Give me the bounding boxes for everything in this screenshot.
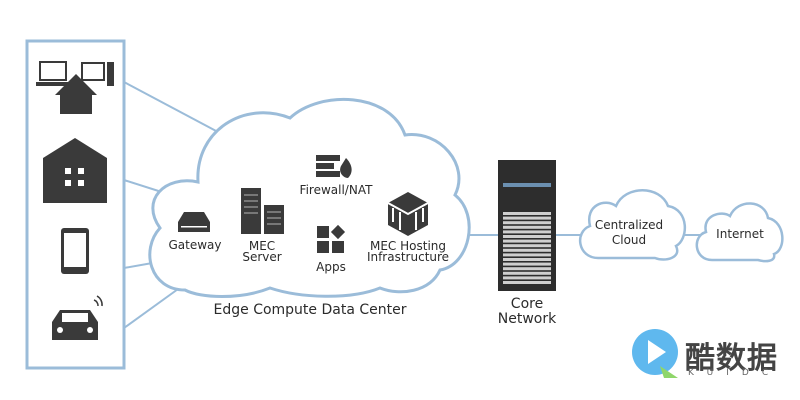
apps-icon	[317, 224, 346, 253]
rack-slot	[503, 216, 551, 220]
kuidc-logo-mark	[632, 329, 678, 378]
internet-cloud-shape	[695, 202, 784, 263]
central-cloud-label-2: Cloud	[611, 233, 647, 247]
link-car	[123, 283, 186, 329]
rack-slot	[503, 262, 551, 266]
link-home	[123, 81, 219, 133]
rack-slot	[503, 253, 551, 257]
building-icon	[43, 138, 107, 203]
internet-label: Internet	[716, 227, 764, 241]
hosting-label-1: MEC Hosting	[369, 239, 447, 253]
mec-server-icon	[241, 188, 284, 234]
rack-slot	[503, 239, 551, 243]
rack-slot	[503, 271, 551, 275]
rack-slot	[503, 230, 551, 234]
rack-slot	[503, 281, 551, 284]
home-office-icon	[36, 61, 114, 114]
rack-slot	[503, 258, 551, 261]
smartphone-icon	[61, 228, 89, 274]
rack-slot	[503, 221, 551, 225]
mec-server-label-2: Server	[242, 250, 282, 264]
core-label-1: Core	[510, 296, 544, 312]
firewall-label: Firewall/NAT	[299, 183, 373, 197]
kuidc-logo-subtext: KUIDC	[688, 368, 782, 378]
kuidc-logo-text: 酷数据	[685, 341, 778, 376]
central-cloud-label-1: Centralized	[594, 218, 664, 232]
mec-server-label-1: MEC	[248, 239, 276, 253]
rack-slot	[503, 267, 551, 271]
rack-slot	[503, 248, 551, 252]
core-network-rack-icon	[498, 160, 556, 291]
rack-slot	[503, 235, 551, 238]
gateway-label: Gateway	[168, 238, 222, 252]
edge-center-title: Edge Compute Data Center	[213, 302, 407, 318]
apps-label: Apps	[316, 260, 346, 274]
gateway-icon	[178, 212, 210, 232]
connected-car-icon	[52, 295, 103, 340]
mec-hosting-icon	[387, 192, 429, 236]
firewall-icon	[316, 155, 352, 178]
rack-slot	[503, 225, 551, 229]
core-label-2: Network	[497, 311, 557, 327]
edge-cloud-shape	[148, 97, 471, 298]
rack-slot	[503, 276, 551, 280]
hosting-label-2: Infrastructure	[366, 250, 450, 264]
central-cloud-shape	[578, 189, 687, 261]
rack-slot	[503, 212, 551, 215]
rack-slot	[503, 244, 551, 248]
